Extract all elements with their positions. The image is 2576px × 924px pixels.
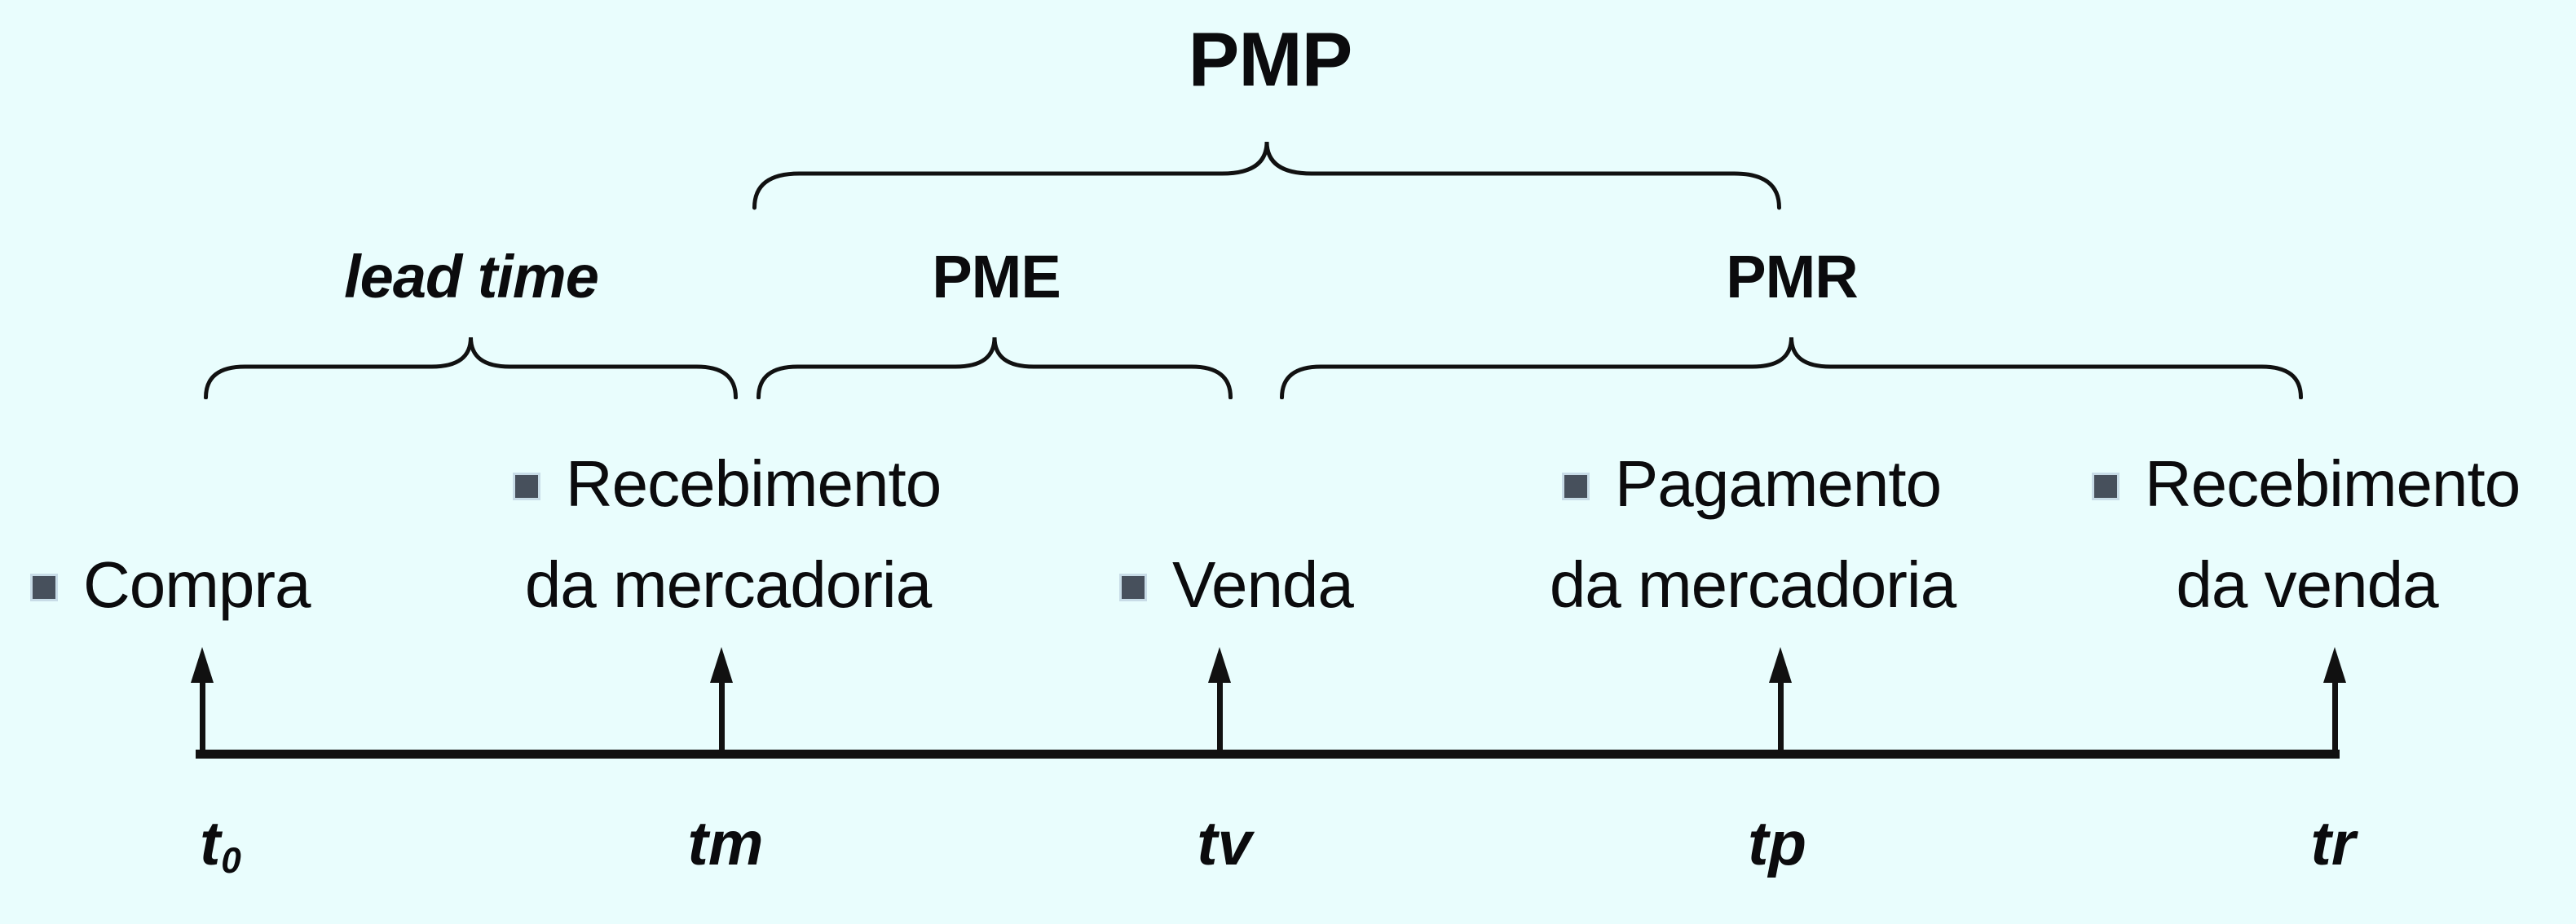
- arrow-up-icon: [710, 647, 733, 683]
- event-line: Recebimento: [483, 433, 973, 535]
- arrow-up-icon: [1769, 647, 1792, 683]
- square-bullet-icon: [1564, 475, 1587, 498]
- period-label-pmp: PMP: [1188, 16, 1353, 102]
- timeline-axis: [196, 750, 2340, 759]
- arrow-stem: [1777, 680, 1784, 755]
- event-venda: Venda: [1122, 535, 1354, 636]
- event-line: da mercadoria: [483, 535, 973, 636]
- brace-lead-time: [204, 337, 738, 399]
- arrow-stem: [1216, 680, 1223, 755]
- tick-label-base: t: [200, 809, 221, 878]
- period-label-lead-time: lead time: [344, 243, 599, 310]
- period-label-pmr: PMR: [1726, 243, 1858, 310]
- event-recebimento-venda: Recebimento da venda: [2062, 433, 2552, 636]
- square-bullet-icon: [33, 576, 55, 599]
- event-line: da venda: [2062, 535, 2552, 636]
- event-text: Recebimento: [565, 447, 942, 520]
- event-line: Pagamento: [1508, 433, 1997, 535]
- arrow-stem: [199, 680, 205, 755]
- brace-pmp: [752, 141, 1781, 210]
- arrow-up-icon: [2323, 647, 2346, 683]
- tick-label-tv: tv: [1197, 809, 1252, 878]
- arrow-up-icon: [191, 647, 214, 683]
- event-line: Recebimento: [2062, 433, 2552, 535]
- event-compra: Compra: [33, 535, 311, 636]
- event-pagamento-mercadoria: Pagamento da mercadoria: [1508, 433, 1997, 636]
- event-text: Venda: [1172, 548, 1354, 621]
- tick-label-t0: t0: [200, 803, 241, 894]
- square-bullet-icon: [2093, 475, 2117, 498]
- tick-label-tm: tm: [687, 809, 764, 878]
- arrow-stem: [2331, 680, 2338, 755]
- tick-label-tr: tr: [2310, 809, 2356, 878]
- period-label-pme: PME: [932, 243, 1061, 310]
- brace-pme: [756, 337, 1233, 399]
- event-text: Pagamento: [1614, 447, 1942, 520]
- tick-label-subscript: 0: [221, 840, 241, 881]
- arrow-up-icon: [1208, 647, 1231, 683]
- event-text: da venda: [2176, 548, 2438, 621]
- square-bullet-icon: [1122, 576, 1145, 599]
- event-line: da mercadoria: [1508, 535, 1997, 636]
- event-text: Compra: [83, 548, 311, 621]
- event-recebimento-mercadoria: Recebimento da mercadoria: [483, 433, 973, 636]
- brace-pmr: [1280, 337, 2303, 399]
- event-text: Recebimento: [2144, 447, 2521, 520]
- arrow-stem: [718, 680, 725, 755]
- event-text: da mercadoria: [1549, 548, 1956, 621]
- event-text: da mercadoria: [524, 548, 932, 621]
- square-bullet-icon: [514, 475, 538, 498]
- tick-label-tp: tp: [1748, 809, 1806, 878]
